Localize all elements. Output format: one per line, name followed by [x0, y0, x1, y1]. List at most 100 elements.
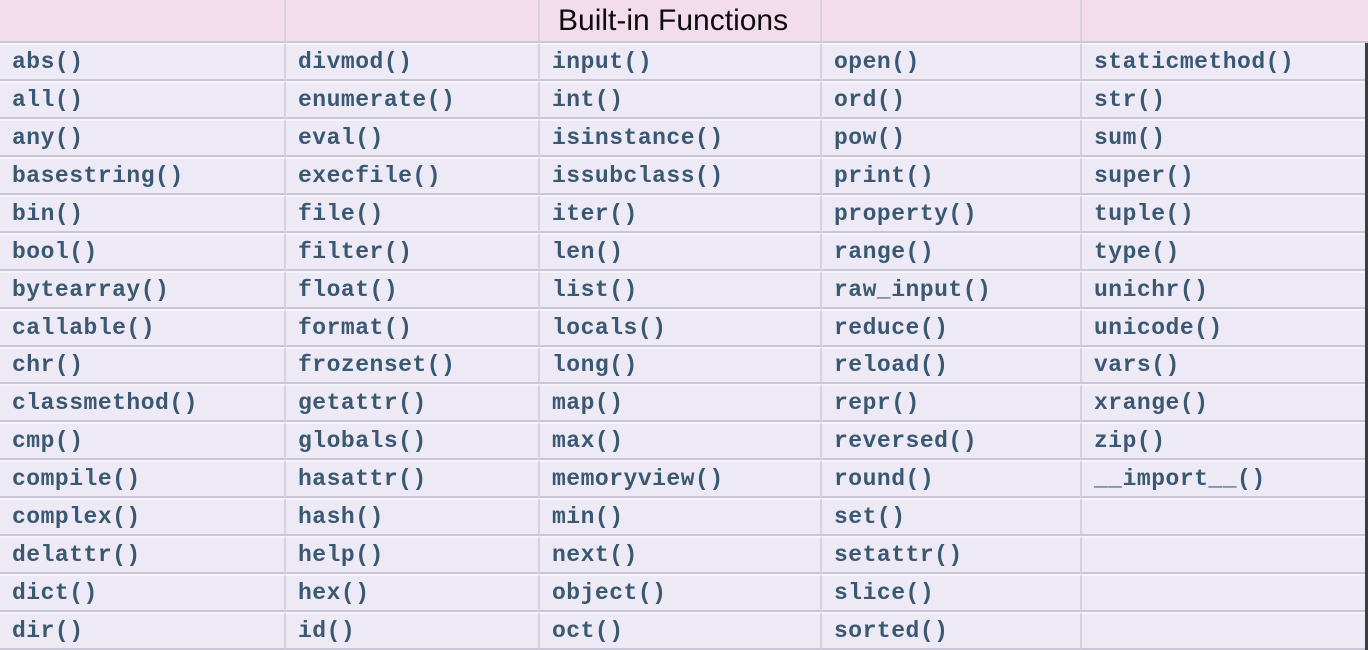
- function-cell: round(): [822, 460, 1082, 499]
- function-cell: super(): [1082, 156, 1368, 195]
- table-row: any()eval()isinstance()pow()sum(): [0, 118, 1368, 157]
- function-cell: vars(): [1082, 346, 1368, 385]
- function-cell: raw_input(): [822, 270, 1082, 309]
- function-cell: id(): [286, 612, 540, 650]
- function-cell: dir(): [0, 612, 286, 650]
- function-cell: memoryview(): [540, 460, 822, 499]
- function-cell: tuple(): [1082, 194, 1368, 233]
- table-row: cmp()globals()max()reversed()zip(): [0, 422, 1368, 461]
- header-cell-title: Built-in Functions: [540, 0, 822, 43]
- table-row: compile()hasattr()memoryview()round()__i…: [0, 460, 1368, 499]
- function-cell: next(): [540, 536, 822, 575]
- function-cell: bin(): [0, 194, 286, 233]
- function-cell: pow(): [822, 118, 1082, 157]
- function-cell: unicode(): [1082, 308, 1368, 347]
- table-row: classmethod()getattr()map()repr()xrange(…: [0, 384, 1368, 423]
- function-cell: object(): [540, 574, 822, 613]
- page-title: Built-in Functions: [558, 3, 789, 37]
- function-cell: hash(): [286, 498, 540, 537]
- table-row: dir()id()oct()sorted(): [0, 612, 1368, 650]
- function-cell: setattr(): [822, 536, 1082, 575]
- function-cell: complex(): [0, 498, 286, 537]
- function-cell: int(): [540, 80, 822, 119]
- function-cell: getattr(): [286, 384, 540, 423]
- function-cell: execfile(): [286, 156, 540, 195]
- header-row: Built-in Functions: [0, 0, 1368, 43]
- function-cell: len(): [540, 232, 822, 271]
- function-cell: file(): [286, 194, 540, 233]
- function-cell: input(): [540, 43, 822, 81]
- function-cell: filter(): [286, 232, 540, 271]
- function-cell: hex(): [286, 574, 540, 613]
- function-cell: staticmethod(): [1082, 43, 1368, 81]
- function-cell: reload(): [822, 346, 1082, 385]
- function-cell: print(): [822, 156, 1082, 195]
- function-cell: open(): [822, 43, 1082, 81]
- function-cell: classmethod(): [0, 384, 286, 423]
- function-cell: oct(): [540, 612, 822, 650]
- header-cell: [822, 0, 1082, 43]
- function-cell: sorted(): [822, 612, 1082, 650]
- function-cell: type(): [1082, 232, 1368, 271]
- function-cell: property(): [822, 194, 1082, 233]
- function-cell: __import__(): [1082, 460, 1368, 499]
- function-cell: isinstance(): [540, 118, 822, 157]
- function-cell: [1082, 498, 1368, 537]
- table-row: delattr()help()next()setattr(): [0, 536, 1368, 575]
- function-cell: long(): [540, 346, 822, 385]
- function-cell: issubclass(): [540, 156, 822, 195]
- function-cell: map(): [540, 384, 822, 423]
- function-cell: float(): [286, 270, 540, 309]
- table-row: callable()format()locals()reduce()unicod…: [0, 308, 1368, 347]
- function-cell: globals(): [286, 422, 540, 461]
- function-cell: max(): [540, 422, 822, 461]
- function-cell: basestring(): [0, 156, 286, 195]
- table-row: chr()frozenset()long()reload()vars(): [0, 346, 1368, 385]
- function-cell: sum(): [1082, 118, 1368, 157]
- table-row: dict()hex()object()slice(): [0, 574, 1368, 613]
- function-cell: str(): [1082, 80, 1368, 119]
- function-cell: [1082, 536, 1368, 575]
- function-cell: [1082, 612, 1368, 650]
- table-row: complex()hash()min()set(): [0, 498, 1368, 537]
- function-cell: min(): [540, 498, 822, 537]
- function-cell: eval(): [286, 118, 540, 157]
- table-row: bin()file()iter()property()tuple(): [0, 194, 1368, 233]
- function-cell: callable(): [0, 308, 286, 347]
- function-cell: unichr(): [1082, 270, 1368, 309]
- table-body: abs()divmod()input()open()staticmethod()…: [0, 43, 1368, 650]
- header-cell: [1082, 0, 1368, 43]
- function-cell: slice(): [822, 574, 1082, 613]
- function-cell: set(): [822, 498, 1082, 537]
- function-cell: all(): [0, 80, 286, 119]
- function-cell: hasattr(): [286, 460, 540, 499]
- function-cell: divmod(): [286, 43, 540, 81]
- function-cell: abs(): [0, 43, 286, 81]
- function-cell: repr(): [822, 384, 1082, 423]
- function-cell: reversed(): [822, 422, 1082, 461]
- function-cell: [1082, 574, 1368, 613]
- function-cell: compile(): [0, 460, 286, 499]
- function-cell: chr(): [0, 346, 286, 385]
- function-cell: reduce(): [822, 308, 1082, 347]
- function-cell: delattr(): [0, 536, 286, 575]
- function-cell: dict(): [0, 574, 286, 613]
- function-cell: zip(): [1082, 422, 1368, 461]
- function-cell: list(): [540, 270, 822, 309]
- function-cell: iter(): [540, 194, 822, 233]
- function-cell: bool(): [0, 232, 286, 271]
- table-row: all()enumerate()int()ord()str(): [0, 80, 1368, 119]
- right-edge-border: [1365, 43, 1368, 650]
- header-cell: [286, 0, 540, 43]
- function-cell: xrange(): [1082, 384, 1368, 423]
- function-cell: frozenset(): [286, 346, 540, 385]
- function-cell: range(): [822, 232, 1082, 271]
- table-row: basestring()execfile()issubclass()print(…: [0, 156, 1368, 195]
- header-cell: [0, 0, 286, 43]
- function-cell: format(): [286, 308, 540, 347]
- function-cell: ord(): [822, 80, 1082, 119]
- function-cell: any(): [0, 118, 286, 157]
- function-cell: bytearray(): [0, 270, 286, 309]
